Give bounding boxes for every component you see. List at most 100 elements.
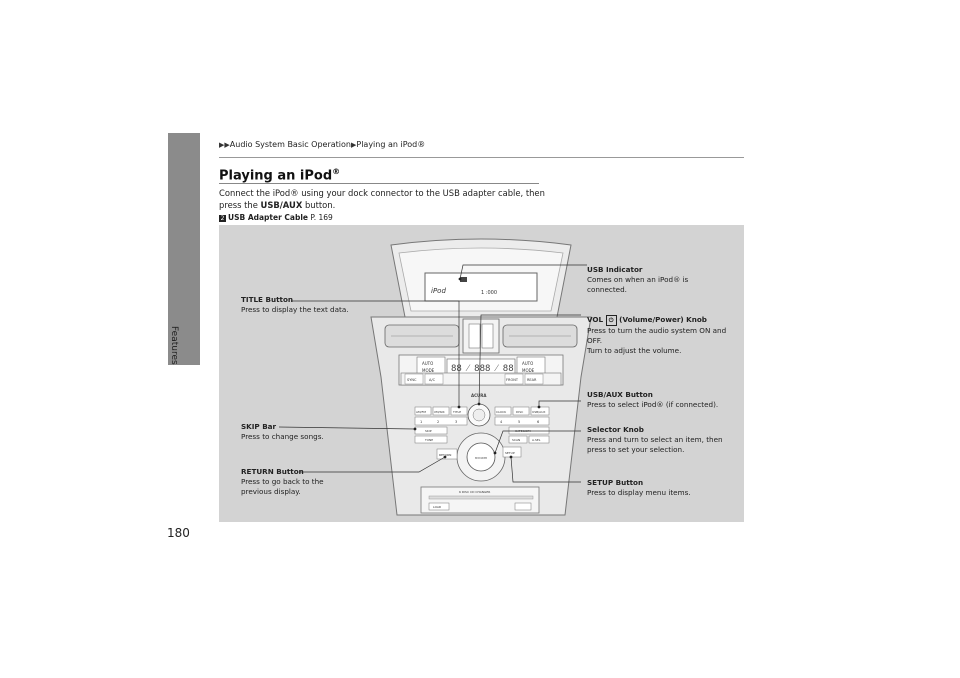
callout-return-head: RETURN Button <box>241 467 304 476</box>
registered-mark: ® <box>332 167 341 176</box>
xm-button[interactable] <box>432 406 450 416</box>
callout-vol-knob-head: VOL ⏻ (Volume/Power) Knob <box>587 315 737 326</box>
leader-vol-knob <box>478 314 581 405</box>
display-screen <box>424 272 538 302</box>
load-label: LOAD <box>433 505 442 509</box>
callout-usb-indicator: USB Indicator Comes on when an iPod® is … <box>587 265 727 295</box>
callout-usb-indicator-body: Comes on when an iPod® is connected. <box>587 275 689 294</box>
category-bar[interactable] <box>508 426 550 435</box>
top-rule <box>219 157 744 158</box>
preset-6[interactable]: 6 <box>537 420 539 424</box>
disc-label: DISC <box>516 410 523 414</box>
leader-setup-button <box>510 456 581 483</box>
a-sel-button[interactable] <box>528 435 550 444</box>
power-icon <box>472 408 486 422</box>
cd-slot[interactable] <box>428 495 534 500</box>
callout-usb-aux-head: USB/AUX Button <box>587 390 653 399</box>
callout-vol-knob-body2: Turn to adjust the volume. <box>587 346 682 355</box>
ac-button[interactable] <box>424 373 444 385</box>
climate-display-digits: 88 ⁄ 888 ⁄ 88 <box>451 364 514 374</box>
preset-1[interactable]: 1 <box>420 420 422 424</box>
leader-dot-vol <box>477 402 481 406</box>
leader-usb-indicator <box>459 264 587 280</box>
clock-label: CLOCK <box>496 410 507 414</box>
rear-defrost-button[interactable] <box>524 373 544 385</box>
preset-2[interactable]: 2 <box>437 420 439 424</box>
selector-knob[interactable] <box>466 442 496 472</box>
ac-label: A/C <box>429 378 436 382</box>
center-switch-right[interactable] <box>481 323 494 349</box>
title-rule <box>219 183 539 184</box>
leader-lines <box>278 264 587 483</box>
skip-label: SKIP <box>425 429 432 433</box>
callout-selector-head: Selector Knob <box>587 425 644 434</box>
callout-usb-aux-body: Press to select iPod® (if connected). <box>587 400 719 409</box>
leader-usb-aux <box>538 400 581 407</box>
audio-panel-figure: iPod 1 :000 AUTO MODE OFF AUTO MODE OFF … <box>219 225 744 522</box>
reference-arrow-icon: 2 <box>219 214 226 222</box>
callout-usb-aux-button: USB/AUX Button Press to select iPod® (if… <box>587 390 737 410</box>
intro-paragraph: Connect the iPod® using your dock connec… <box>219 187 549 211</box>
callout-vol-knob-body: Press to turn the audio system ON and OF… <box>587 326 727 345</box>
climate-right-mode: MODE <box>522 368 535 373</box>
ref-page: P. 169 <box>310 213 333 222</box>
preset-4[interactable]: 4 <box>500 420 503 424</box>
title-label: TITLE <box>452 410 461 414</box>
leader-selector-knob <box>494 430 581 454</box>
center-switch-left[interactable] <box>468 323 481 349</box>
callout-selector-body: Press and turn to select an item, then p… <box>587 435 723 454</box>
leader-dot-selector <box>493 451 497 455</box>
callout-setup-button: SETUP Button Press to display menu items… <box>587 478 727 498</box>
climate-right-auto: AUTO <box>522 361 533 366</box>
am-fm-button[interactable] <box>414 406 432 416</box>
breadcrumb-arrow-icon: ▶ <box>350 141 357 149</box>
display-track: 1 :000 <box>481 290 497 296</box>
preset-right-group <box>494 416 550 426</box>
a-sel-label: A.SEL <box>532 438 541 442</box>
callout-title-button-head: TITLE Button <box>241 295 293 304</box>
leader-title-button <box>291 300 460 407</box>
usb-indicator-icon <box>460 277 467 282</box>
scan-button[interactable] <box>508 435 528 444</box>
callout-title-button-body: Press to display the text data. <box>241 305 349 314</box>
breadcrumb-item-audio[interactable]: Audio System Basic Operation <box>229 140 351 149</box>
selector-knob-label: PWR PUSH SOUND ENTER <box>475 456 487 460</box>
front-defrost-button[interactable] <box>504 373 524 385</box>
callout-vol-prefix: VOL <box>587 315 604 324</box>
skip-bar[interactable] <box>414 426 448 435</box>
callout-title-button: TITLE Button Press to display the text d… <box>241 295 371 315</box>
preset-5[interactable]: 5 <box>518 420 520 424</box>
intro-text-1: Connect the iPod® using your dock connec… <box>219 188 545 210</box>
callout-skip-body: Press to change songs. <box>241 432 324 441</box>
display-brand: iPod <box>431 287 446 295</box>
section-title: Playing an iPod® <box>219 167 340 183</box>
intro-usb-aux: USB/AUX <box>260 200 303 210</box>
am-fm-label: AM/FM <box>416 410 426 414</box>
leader-return-button <box>299 456 446 473</box>
callout-return-button: RETURN Button Press to go back to the pr… <box>241 467 341 497</box>
leader-dot-return <box>443 455 447 459</box>
leader-skip-bar <box>278 426 416 430</box>
ref-label: USB Adapter Cable <box>228 213 308 222</box>
preset-left-group <box>414 416 468 426</box>
preset-3[interactable]: 3 <box>455 420 457 424</box>
tune-bar[interactable] <box>414 435 448 444</box>
sync-label: SYNC <box>407 378 417 382</box>
callout-selector-knob: Selector Knob Press and turn to select a… <box>587 425 727 455</box>
load-button[interactable] <box>428 502 450 511</box>
return-label: RETURN <box>439 453 451 457</box>
return-button[interactable] <box>436 448 458 460</box>
disc-button[interactable] <box>512 406 530 416</box>
power-symbol-icon: ⏻ <box>605 315 617 326</box>
leader-dot-usb-indicator <box>458 277 462 281</box>
climate-left-mode: MODE <box>422 368 435 373</box>
eject-button[interactable] <box>514 502 532 511</box>
clock-button[interactable] <box>494 406 512 416</box>
cd-changer-label: 6 DISC CD CHANGER <box>459 490 490 494</box>
breadcrumb-item-ipod[interactable]: Playing an iPod® <box>356 140 426 149</box>
sync-button[interactable] <box>404 373 424 385</box>
callout-skip-bar: SKIP Bar Press to change songs. <box>241 422 371 442</box>
leader-dot-skip <box>413 427 417 431</box>
leader-dot-usb-aux <box>537 405 541 409</box>
